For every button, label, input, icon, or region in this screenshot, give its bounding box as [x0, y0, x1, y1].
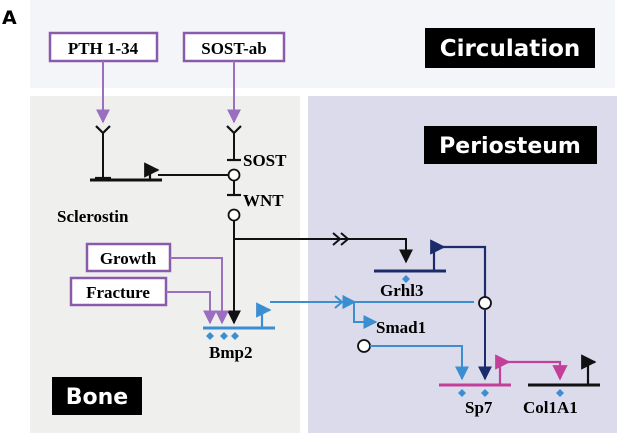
col1a1-binding-site: [556, 389, 564, 397]
bmp2-binding-sites: [206, 332, 239, 340]
wnt-label: WNT: [243, 191, 284, 210]
wnt-node: [227, 208, 241, 222]
smad1-node: [357, 339, 371, 353]
grhl3-node: [478, 296, 492, 310]
smad1-to-sp7-arrow: [370, 345, 469, 381]
bmp2-boundary-chevrons: [334, 295, 352, 309]
periosteum-label: Periosteum: [424, 126, 597, 164]
growth-arrow: [170, 257, 229, 325]
bmp2-promoter: [256, 302, 272, 328]
smad1-label: Smad1: [376, 318, 426, 337]
bone-label-text: Bone: [66, 385, 128, 410]
fracture-arrow: [166, 291, 217, 325]
wnt-to-grhl3-line: [234, 238, 413, 264]
grhl3-label: Grhl3: [380, 281, 423, 300]
fracture-input-box: Fracture: [69, 276, 168, 307]
panel-letter: A: [2, 7, 17, 29]
circulation-label: Circulation: [425, 28, 595, 68]
growth-input-box: Growth: [85, 242, 172, 273]
sp7-promoter: [498, 360, 568, 385]
sost-ab-input-label: SOST-ab: [201, 39, 267, 58]
pth-input-box: PTH 1-34: [48, 31, 159, 63]
sp7-label: Sp7: [465, 398, 493, 417]
sost-label: SOST: [243, 151, 287, 170]
sclerostin-label: Sclerostin: [57, 207, 129, 226]
col1a1-promoter: [581, 354, 597, 385]
sost-ab-input-box: SOST-ab: [182, 31, 286, 63]
circulation-label-text: Circulation: [440, 36, 581, 62]
sost-node: [227, 168, 241, 182]
smad1-input-arrow: [353, 302, 378, 329]
sclerostin-promoter: [144, 162, 160, 180]
pth-input-label: PTH 1-34: [68, 39, 139, 58]
fracture-input-label: Fracture: [86, 283, 150, 302]
growth-input-label: Growth: [100, 249, 157, 268]
sp7-binding-sites: [458, 389, 489, 397]
grhl3-promoter: [432, 245, 487, 297]
bmp2-label: Bmp2: [209, 343, 252, 362]
col1a1-label: Col1A1: [523, 398, 578, 417]
bone-label: Bone: [52, 377, 142, 415]
periosteum-label-text: Periosteum: [439, 134, 581, 159]
wnt-boundary-chevrons: [332, 232, 350, 246]
grhl3-binding-site: [402, 275, 410, 283]
